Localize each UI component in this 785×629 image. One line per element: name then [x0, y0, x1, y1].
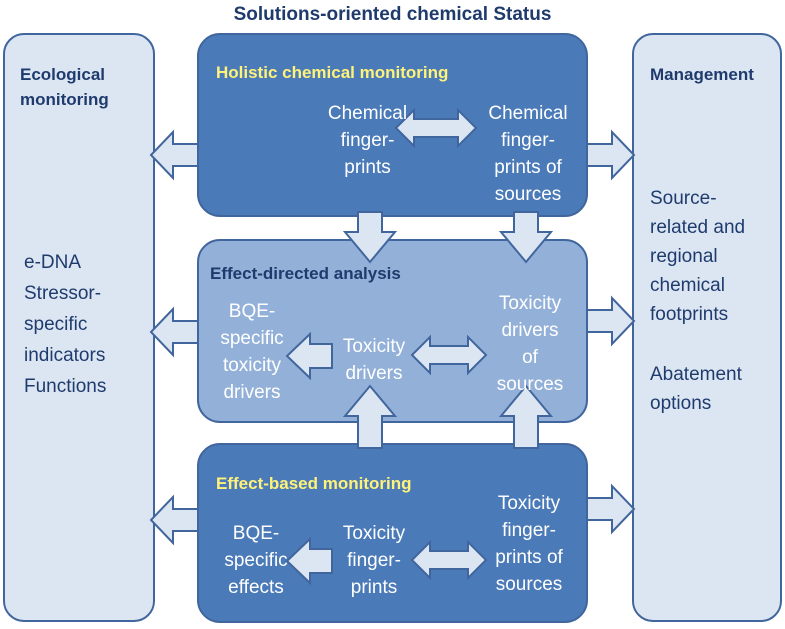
text-line: finger- — [501, 130, 555, 151]
text-line: Toxicity — [342, 523, 406, 544]
text-line: drivers — [345, 363, 403, 384]
text-line: Chemical — [488, 103, 568, 124]
management-line: options — [650, 393, 712, 414]
diagram-title: Solutions-oriented chemical Status — [233, 4, 552, 25]
text-line: sources — [494, 184, 562, 205]
right-arrow-holistic-icon — [586, 129, 636, 181]
ecological-title-line: monitoring — [20, 90, 109, 109]
text-line: prints of — [495, 547, 563, 568]
management-line: Source- — [650, 188, 717, 209]
text-line: prints — [350, 577, 398, 598]
left-arrow-holistic-icon — [149, 129, 199, 181]
ebm-left-text: BQE- specific effects — [208, 520, 304, 601]
up-arrow-right-icon — [498, 384, 554, 449]
holistic-left-text: Chemical finger- prints — [310, 100, 425, 181]
text-line: prints — [344, 157, 391, 178]
ebm-right-text: Toxicity finger- prints of sources — [474, 490, 584, 598]
ecological-item: e-DNA — [24, 252, 82, 273]
management-line: Abatement — [650, 364, 742, 385]
text-line: Toxicity — [498, 293, 562, 314]
ecological-monitoring-title: Ecological monitoring — [20, 62, 150, 112]
text-line: specific — [224, 550, 288, 571]
text-line: finger- — [340, 130, 395, 151]
eda-inner-left-arrow-icon — [285, 331, 333, 381]
down-arrow-right-icon — [498, 211, 554, 264]
double-arrow-ebm-icon — [410, 539, 488, 581]
ebm-title: Effect-based monitoring — [216, 474, 412, 493]
text-line: finger- — [502, 520, 556, 541]
eda-right-text: Toxicity drivers of sources — [477, 290, 583, 398]
ecological-item: indicators — [24, 345, 106, 366]
text-line: specific — [220, 328, 284, 349]
text-line: toxicity — [222, 355, 282, 376]
text-line: prints of — [494, 157, 562, 178]
text-line: Toxicity — [342, 336, 406, 357]
text-line: Toxicity — [497, 493, 561, 514]
management-line: related and — [650, 217, 746, 238]
text-line: drivers — [501, 320, 559, 341]
management-lines-top: Source- related and regional chemical fo… — [650, 184, 778, 329]
left-arrow-ebm-icon — [149, 494, 199, 546]
text-line: effects — [228, 577, 284, 598]
text-line: of — [522, 347, 538, 368]
text-line: BQE- — [232, 523, 280, 544]
effect-based-monitoring-box — [197, 443, 588, 623]
left-arrow-eda-icon — [149, 306, 199, 358]
management-line: chemical — [650, 275, 725, 296]
text-line: drivers — [223, 382, 281, 403]
management-lines-bottom: Abatement options — [650, 360, 778, 418]
ecological-item: specific — [24, 314, 88, 335]
ecological-title-line: Ecological — [20, 65, 106, 84]
text-line: sources — [495, 574, 563, 595]
ebm-mid-text: Toxicity finger- prints — [326, 520, 422, 601]
ecological-items: e-DNA Stressor- specific indicators Func… — [24, 247, 152, 402]
right-arrow-eda-icon — [586, 295, 636, 347]
ecological-item: Stressor- — [24, 283, 102, 304]
text-line: sources — [496, 374, 564, 395]
text-line: finger- — [347, 550, 401, 571]
holistic-right-text: Chemical finger- prints of sources — [473, 100, 583, 208]
double-arrow-holistic-icon — [394, 107, 478, 149]
double-arrow-eda-icon — [410, 334, 488, 376]
ecological-item: Functions — [24, 376, 107, 397]
text-line: BQE- — [228, 301, 276, 322]
management-title: Management — [650, 65, 754, 84]
up-arrow-left-icon — [342, 384, 398, 449]
down-arrow-left-icon — [342, 211, 398, 264]
management-line: footprints — [650, 304, 729, 325]
management-line: regional — [650, 246, 718, 267]
management-panel — [632, 33, 782, 622]
right-arrow-ebm-icon — [586, 483, 636, 535]
ebm-inner-left-arrow-icon — [285, 536, 333, 586]
eda-left-text: BQE- specific toxicity drivers — [202, 298, 302, 406]
holistic-chemical-monitoring-box — [197, 33, 588, 217]
holistic-title: Holistic chemical monitoring — [216, 63, 449, 82]
text-line: Chemical — [327, 103, 408, 124]
eda-mid-text: Toxicity drivers — [328, 333, 420, 387]
eda-title: Effect-directed analysis — [210, 264, 401, 283]
